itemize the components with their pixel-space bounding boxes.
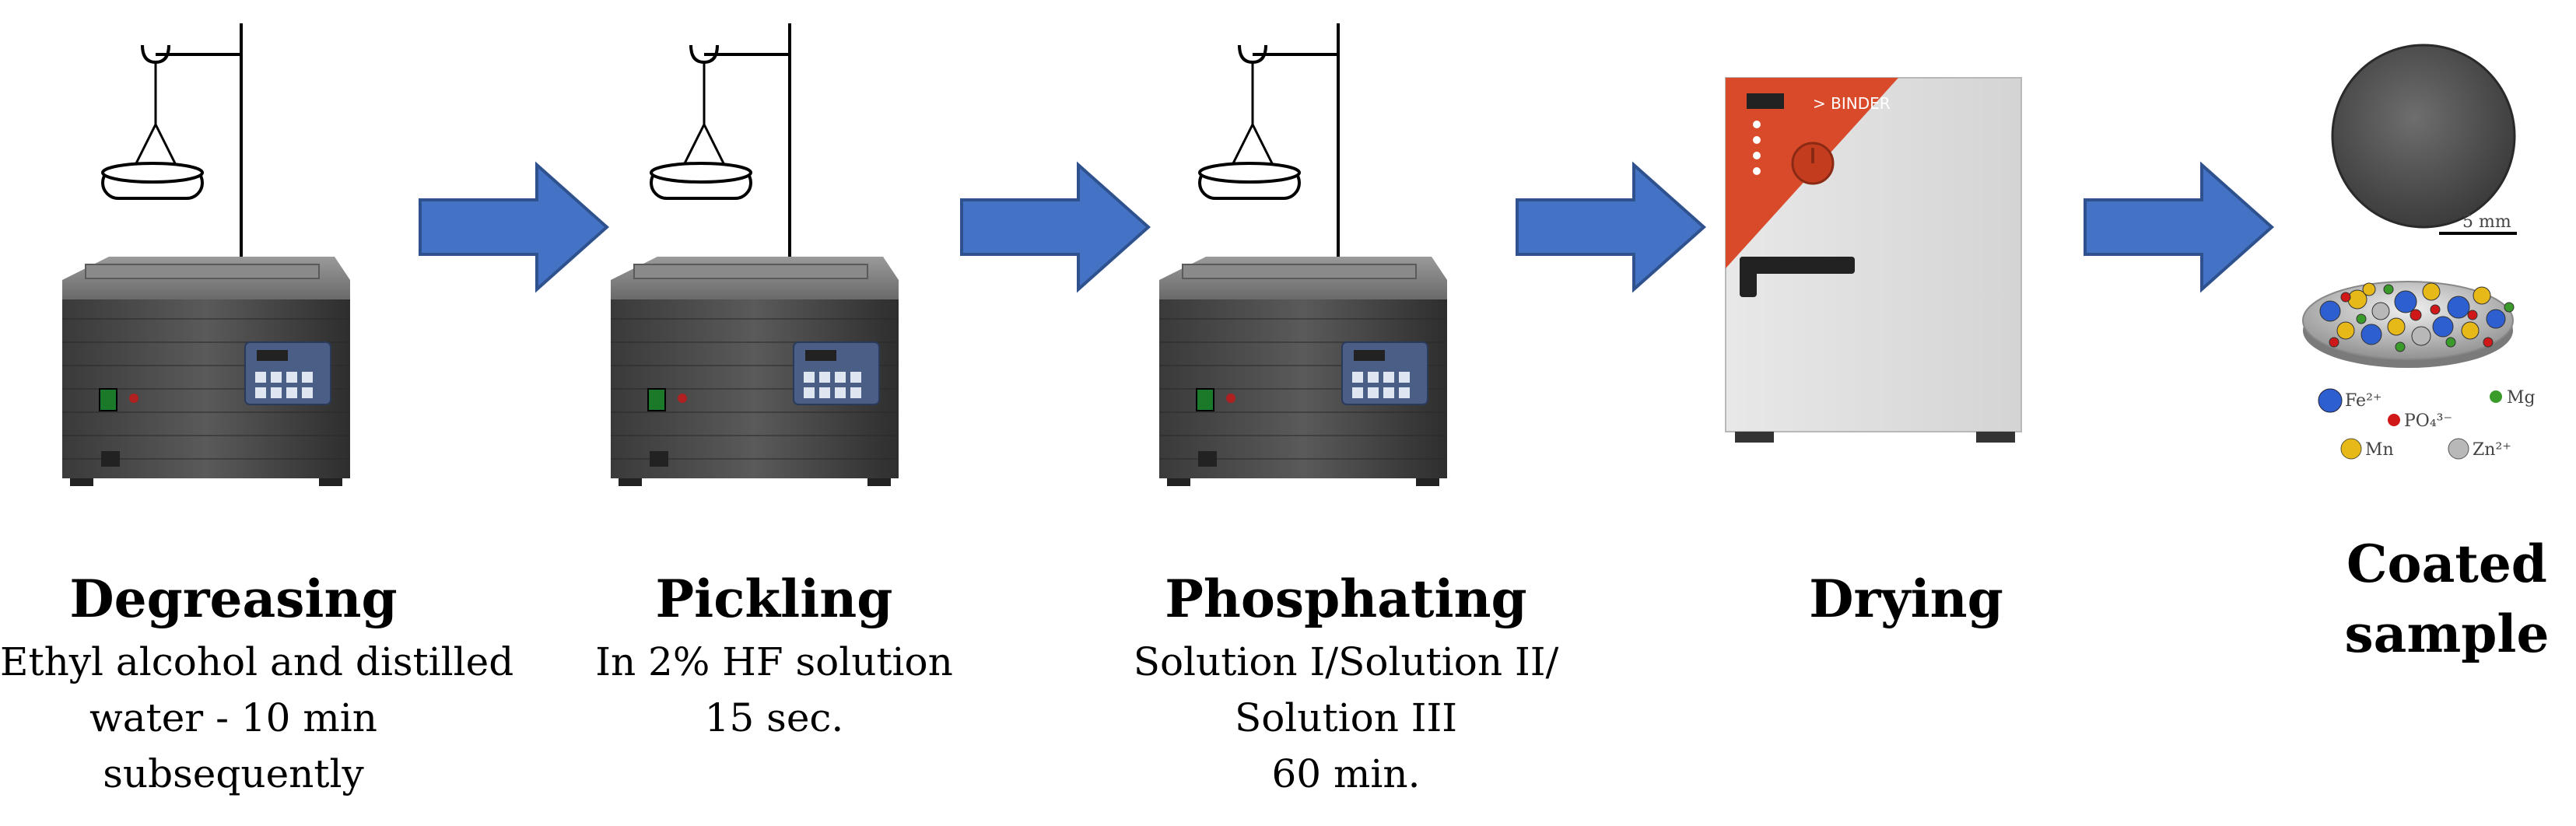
step-pickling-title: Pickling bbox=[655, 569, 893, 629]
step-pickling-line-1: In 2% HF solution bbox=[595, 639, 953, 684]
step-coated-sample-title-line-2: sample bbox=[2344, 604, 2550, 664]
legend-fe-label: Fe²⁺ bbox=[2345, 391, 2382, 411]
step-degreasing-caption: Degreasing Ethyl alcohol and distilled w… bbox=[0, 564, 514, 802]
oven-brand-label: > BINDER bbox=[1813, 94, 1891, 113]
degreasing-bath-illustration bbox=[61, 22, 352, 488]
arrow-icon bbox=[1516, 163, 1705, 291]
pickling-bath-illustration bbox=[609, 22, 900, 488]
step-phosphating-line-1: Solution I/Solution II/ bbox=[1133, 639, 1559, 684]
step-coated-sample-title-line-1: Coated bbox=[2346, 534, 2547, 594]
step-degreasing-line-1: Ethyl alcohol and distilled bbox=[0, 639, 514, 684]
drying-oven-illustration: > BINDER bbox=[1725, 77, 2022, 443]
legend-mn-label: Mn bbox=[2365, 440, 2394, 460]
step-phosphating-caption: Phosphating Solution I/Solution II/ Solu… bbox=[1105, 564, 1587, 802]
phosphating-bath-illustration bbox=[1158, 22, 1449, 488]
step-degreasing-title: Degreasing bbox=[69, 569, 398, 629]
step-degreasing-line-2: water - 10 min bbox=[89, 695, 377, 740]
step-phosphating-title: Phosphating bbox=[1165, 569, 1527, 629]
legend-zn-label: Zn²⁺ bbox=[2473, 440, 2511, 460]
step-phosphating-line-3: 60 min. bbox=[1271, 751, 1421, 796]
ion-legend: Fe²⁺ PO₄³⁻ Mg Mn Zn²⁺ bbox=[2318, 388, 2536, 460]
arrow-icon bbox=[419, 163, 608, 291]
arrow-icon bbox=[2084, 163, 2273, 291]
step-pickling-caption: Pickling In 2% HF solution 15 sec. bbox=[556, 564, 992, 746]
step-drying-caption: Drying bbox=[1727, 564, 2085, 634]
step-phosphating-line-2: Solution III bbox=[1234, 695, 1458, 740]
coated-sample-illustration: 5 mm bbox=[2302, 44, 2536, 460]
scale-bar-label: 5 mm bbox=[2462, 212, 2511, 232]
legend-po4-label: PO₄³⁻ bbox=[2404, 411, 2452, 431]
arrow-icon bbox=[960, 163, 1150, 291]
step-coated-sample-caption: Coated sample bbox=[2326, 529, 2567, 669]
step-pickling-line-2: 15 sec. bbox=[704, 695, 844, 740]
step-degreasing-line-3: subsequently bbox=[103, 751, 364, 796]
step-drying-title: Drying bbox=[1809, 569, 2003, 629]
legend-mg-label: Mg bbox=[2507, 388, 2536, 408]
